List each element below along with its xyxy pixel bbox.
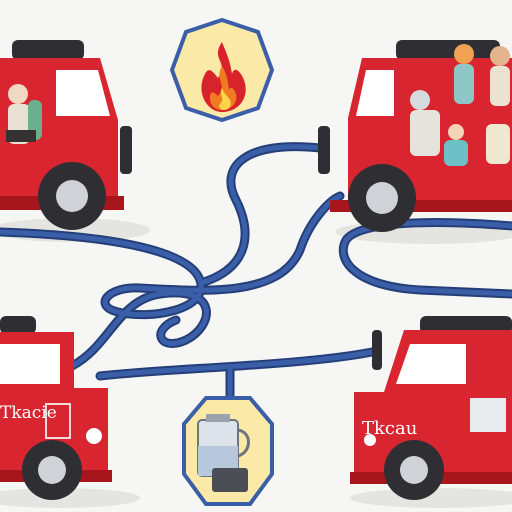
hose-path-d-highlight — [69, 290, 209, 369]
truck-roof-rack — [12, 40, 84, 60]
truck-label: Tkcau — [362, 418, 417, 439]
truck-hub — [400, 456, 428, 484]
flame-icon — [201, 42, 246, 112]
truck-window — [356, 70, 394, 116]
fire-hoses — [0, 142, 512, 415]
truck-headlight — [86, 428, 102, 444]
flame-badge — [169, 17, 275, 123]
truck-roof-rack — [0, 316, 36, 334]
truck-mirror — [318, 126, 330, 174]
truck-label: Tkacie — [0, 403, 57, 423]
truck-door — [45, 403, 71, 439]
hose-path-b-highlight — [201, 144, 323, 285]
truck-hub — [38, 456, 66, 484]
truck-panel — [470, 398, 506, 432]
water-jug-icon — [197, 414, 250, 492]
crew-illustration — [6, 84, 42, 144]
hose-path-a-highlight — [0, 193, 343, 318]
truck-hub — [56, 180, 88, 212]
truck-mirror — [372, 330, 382, 370]
fire-truck-top-left — [0, 40, 132, 230]
fire-truck-bottom-right: Tkcau — [350, 316, 512, 500]
truck-window — [0, 344, 60, 384]
fire-truck-bottom-left: Tkacie — [0, 316, 112, 500]
fire-truck-top-right — [318, 40, 512, 232]
truck-shadow — [350, 488, 512, 508]
water-badge — [182, 396, 274, 506]
crew-illustration — [410, 44, 510, 166]
truck-roof-rack — [396, 40, 500, 60]
truck-headlight — [364, 434, 376, 446]
truck-window — [396, 344, 466, 384]
truck-window — [56, 70, 110, 116]
hose-path-e-highlight — [97, 349, 375, 379]
truck-roof-rack — [420, 316, 512, 334]
truck-hub — [366, 182, 398, 214]
truck-body — [354, 330, 512, 476]
truck-mirror — [120, 126, 132, 174]
hose-path-c-highlight — [340, 220, 512, 297]
